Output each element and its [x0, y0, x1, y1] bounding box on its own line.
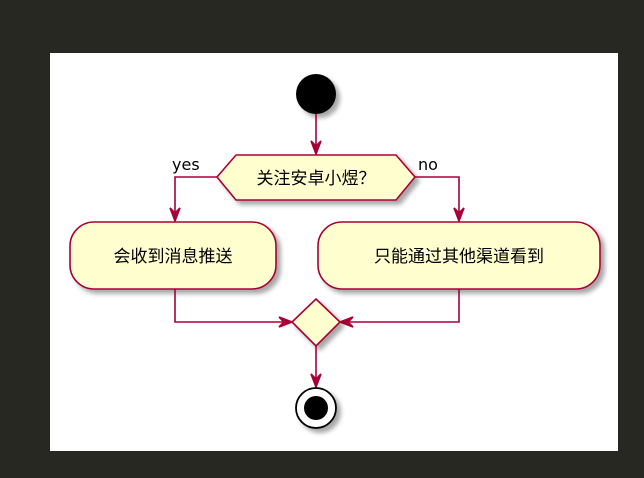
- arrow-yes-to-merge: [174, 289, 295, 328]
- end-node: [295, 387, 337, 429]
- arrow-start-to-decision: [310, 114, 322, 157]
- merge-node: [290, 297, 342, 348]
- activity-yes: [69, 221, 277, 290]
- arrow-yes-branch: [169, 176, 217, 224]
- arrow-merge-to-end: [310, 346, 322, 390]
- arrow-no-branch: [415, 176, 465, 224]
- arrow-no-to-merge: [337, 289, 460, 328]
- activity-yes-label: 会收到消息推送: [114, 247, 233, 267]
- no-label: no: [418, 155, 438, 174]
- yes-label: yes: [172, 155, 200, 174]
- start-node: [296, 74, 336, 114]
- activity-no-label: 只能通过其他渠道看到: [374, 247, 544, 267]
- decision-label: 关注安卓小煜？: [257, 169, 376, 189]
